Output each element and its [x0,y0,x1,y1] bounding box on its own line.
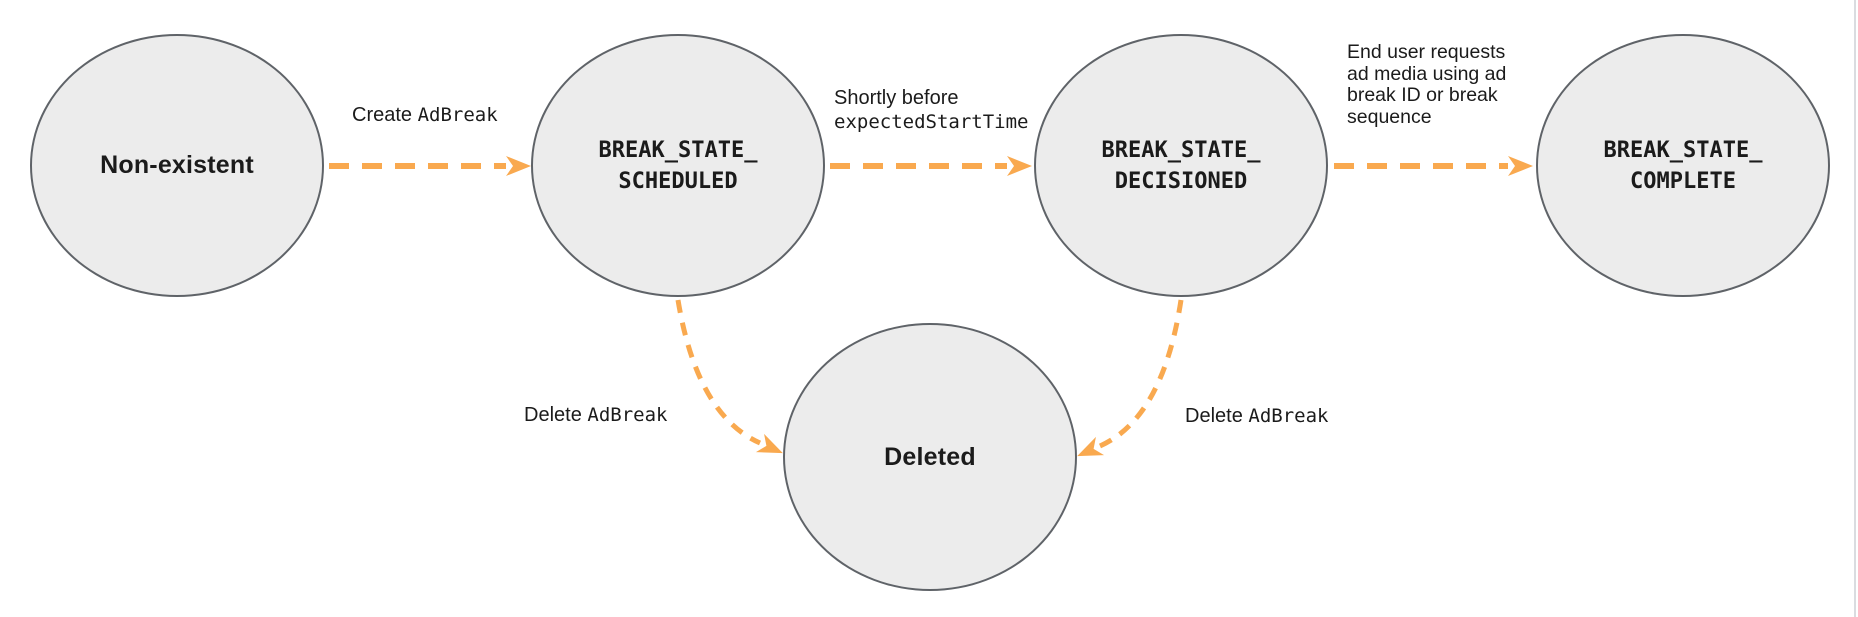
state-label-deleted: Deleted [884,442,976,471]
state-label-break-state-complete: BREAK_STATE_ COMPLETE [1603,137,1763,194]
arrow-delete-adbreak-from-scheduled [675,299,783,454]
state-node-break-state-complete: BREAK_STATE_ COMPLETE [1536,34,1830,297]
edge-label-shortly-before-line2: expectedStartTime [834,111,1029,133]
state-node-non-existent: Non-existent [30,34,324,297]
edge-label-end-user-requests: End user requests ad media using ad brea… [1347,41,1547,128]
edge-label-delete-left-mono: AdBreak [587,404,668,426]
edge-label-delete-adbreak-left: Delete AdBreak [524,403,667,427]
edge-label-create-adbreak-mono: AdBreak [417,104,498,126]
state-label-break-state-scheduled: BREAK_STATE_ SCHEDULED [598,137,758,194]
edge-label-delete-right-sans: Delete [1185,405,1249,427]
edge-label-create-adbreak: Create AdBreak [352,103,498,127]
arrow-delete-adbreak-from-decisioned [1077,299,1184,457]
state-node-break-state-decisioned: BREAK_STATE_ DECISIONED [1034,34,1328,297]
state-label-break-state-decisioned: BREAK_STATE_ DECISIONED [1101,137,1261,194]
state-node-break-state-scheduled: BREAK_STATE_ SCHEDULED [531,34,825,297]
edge-label-end-user-line1: End user requests [1347,41,1506,63]
edge-label-create-adbreak-sans: Create [352,104,418,126]
page-boundary-line [1854,0,1856,617]
edge-label-delete-adbreak-right: Delete AdBreak [1185,404,1328,428]
edge-label-delete-right-mono: AdBreak [1248,405,1329,427]
state-node-deleted: Deleted [783,323,1077,591]
edge-label-end-user-line4: sequence [1347,105,1432,128]
edge-label-shortly-before: Shortly before expectedStartTime [834,86,1028,134]
edge-label-delete-left-sans: Delete [524,404,588,426]
state-label-non-existent: Non-existent [100,151,254,179]
edge-label-end-user-line2: ad media using ad [1347,62,1507,85]
edge-label-end-user-line3: break ID or break [1347,84,1498,106]
edge-label-shortly-before-line1: Shortly before [834,87,959,109]
